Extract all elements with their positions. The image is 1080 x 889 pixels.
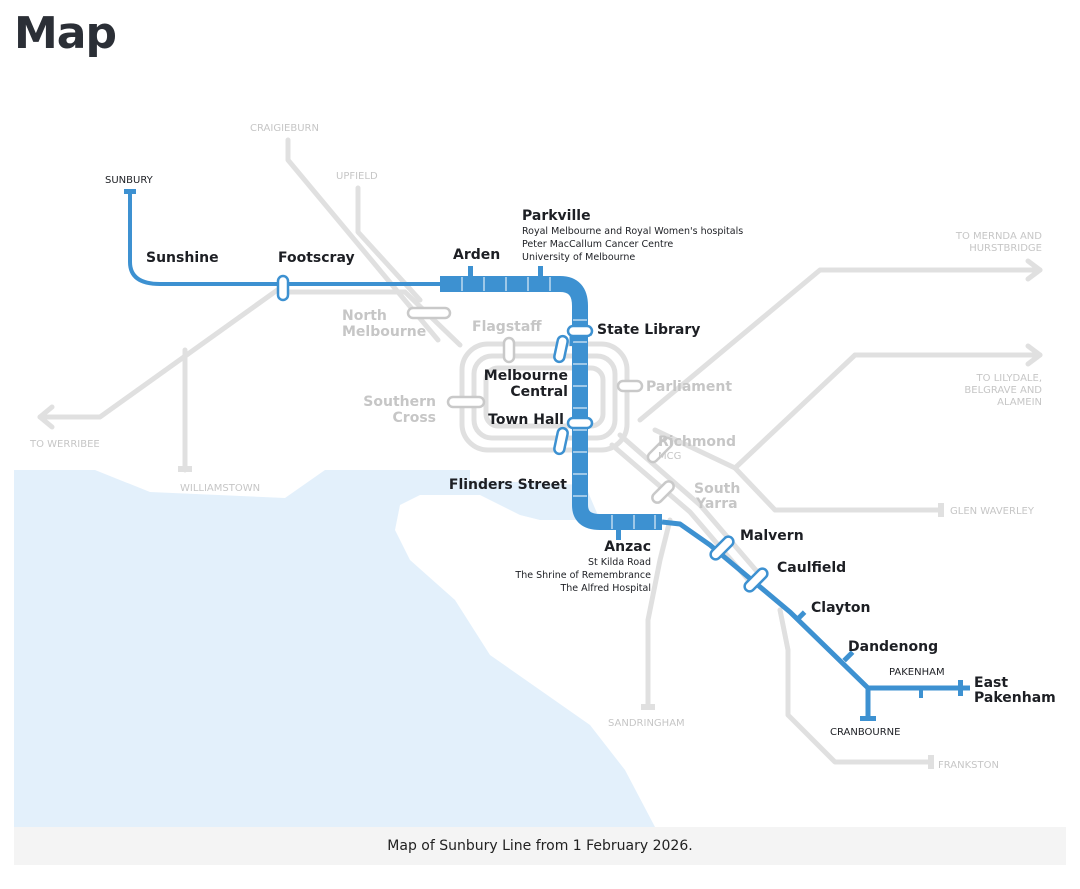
label-arden: Arden: [453, 247, 500, 263]
label-williamstown: WILLIAMSTOWN: [180, 483, 260, 494]
label-pakenham: PAKENHAM: [889, 667, 945, 678]
label-southern-cross-1: Southern: [363, 394, 436, 410]
label-south-yarra-2: Yarra: [695, 496, 738, 512]
other-station-labels: CRAIGIEBURN UPFIELD TO MERNDA AND HURSTB…: [29, 123, 1042, 771]
label-flinders-street: Flinders Street: [449, 477, 567, 493]
map-caption: Map of Sunbury Line from 1 February 2026…: [14, 827, 1066, 865]
label-parkville: Parkville: [522, 208, 591, 224]
anzac-note-2: The Shrine of Remembrance: [514, 570, 651, 581]
label-to-lilydale-3: ALAMEIN: [997, 397, 1042, 408]
label-craigieburn: CRAIGIEBURN: [250, 123, 319, 134]
label-state-library: State Library: [597, 322, 700, 338]
parkville-note-1: Royal Melbourne and Royal Women's hospit…: [522, 226, 743, 237]
label-to-mernda-1: TO MERNDA AND: [955, 231, 1042, 242]
label-east-pakenham-1: East: [974, 675, 1008, 691]
label-sunbury: SUNBURY: [105, 175, 154, 186]
line-station-labels: SUNBURY Sunshine Footscray Arden Parkvil…: [105, 175, 1056, 738]
label-to-werribee: TO WERRIBEE: [29, 439, 100, 450]
label-cranbourne: CRANBOURNE: [830, 727, 900, 738]
label-to-lilydale-2: BELGRAVE AND: [964, 385, 1042, 396]
water: [14, 470, 655, 827]
label-southern-cross-2: Cross: [393, 410, 436, 426]
label-sunshine: Sunshine: [146, 250, 219, 266]
label-north-melbourne-1: North: [342, 308, 387, 324]
anzac-note-1: St Kilda Road: [588, 557, 651, 568]
label-flagstaff: Flagstaff: [472, 319, 542, 335]
label-town-hall: Town Hall: [488, 412, 564, 428]
label-mcg: MCG: [658, 451, 681, 462]
label-melbourne-central-1: Melbourne: [484, 368, 568, 384]
label-sandringham: SANDRINGHAM: [608, 718, 685, 729]
anzac-note-3: The Alfred Hospital: [559, 583, 651, 594]
label-frankston: FRANKSTON: [938, 760, 999, 771]
label-south-yarra-1: South: [694, 481, 740, 497]
tunnel-segment-ticks: [461, 277, 656, 529]
label-dandenong: Dandenong: [848, 639, 938, 655]
label-upfield: UPFIELD: [336, 171, 378, 182]
label-east-pakenham-2: Pakenham: [974, 690, 1056, 706]
station-ticks: [124, 189, 963, 721]
label-to-mernda-2: HURSTBRIDGE: [969, 243, 1042, 254]
page-title: Map: [14, 8, 117, 59]
sunbury-line-map: CRAIGIEBURN UPFIELD TO MERNDA AND HURSTB…: [14, 123, 1056, 827]
label-parliament: Parliament: [646, 379, 732, 395]
label-clayton: Clayton: [811, 600, 871, 616]
label-footscray: Footscray: [278, 250, 355, 266]
label-richmond: Richmond: [658, 434, 736, 450]
label-north-melbourne-2: Melbourne: [342, 324, 426, 340]
label-caulfield: Caulfield: [777, 560, 846, 576]
label-anzac: Anzac: [604, 539, 651, 555]
interchange-markers: [276, 274, 769, 593]
label-melbourne-central-2: Central: [510, 384, 568, 400]
label-to-lilydale-1: TO LILYDALE,: [976, 373, 1042, 384]
parkville-note-3: University of Melbourne: [522, 252, 635, 263]
label-glen-waverley: GLEN WAVERLEY: [950, 506, 1035, 517]
other-lines: [37, 137, 1043, 769]
label-malvern: Malvern: [740, 528, 804, 544]
other-station-markers: [406, 306, 675, 504]
parkville-note-2: Peter MacCallum Cancer Centre: [522, 239, 673, 250]
